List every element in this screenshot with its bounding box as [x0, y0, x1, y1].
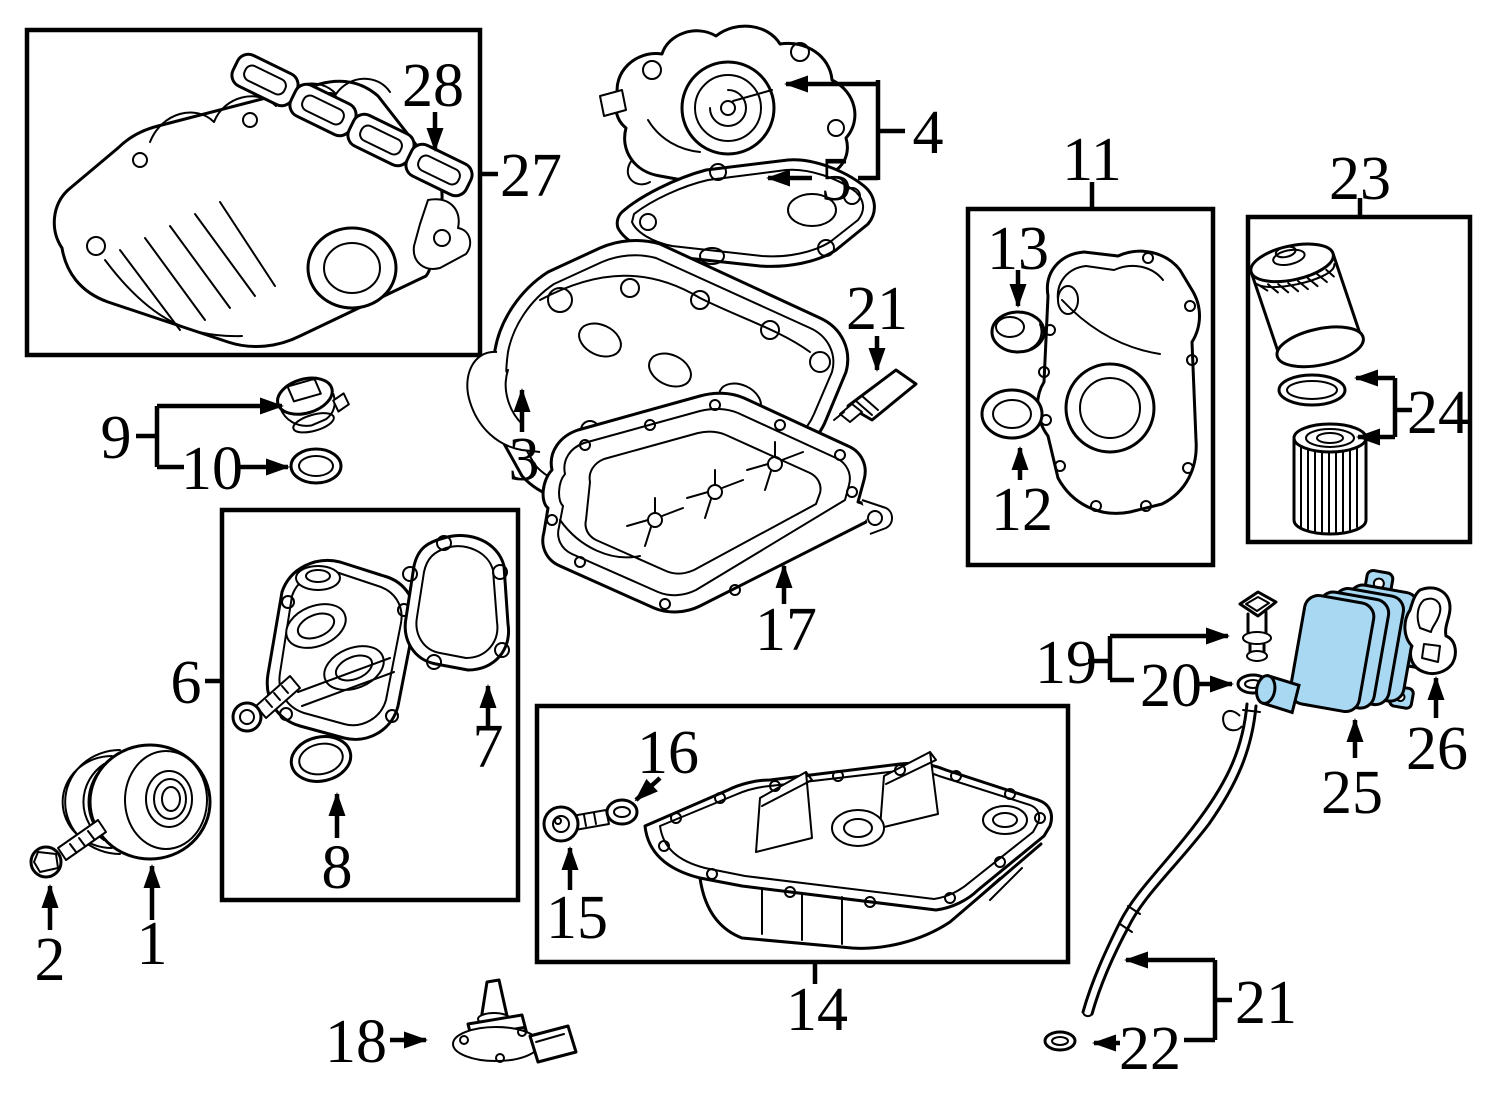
- part-sealing-plug[interactable]: [990, 310, 1046, 354]
- callout-17[interactable]: 17: [755, 596, 817, 664]
- part-tube-oring[interactable]: [1043, 1030, 1077, 1052]
- callout-labels: 1 2 3 4 5 6 7 8 9 10 11 12 13 14 15 16 1…: [35, 52, 1470, 1083]
- callout-8[interactable]: 8: [322, 834, 353, 902]
- callout-6[interactable]: 6: [171, 649, 202, 717]
- part-oil-pan[interactable]: [643, 751, 1053, 950]
- part-dipstick-funnel[interactable]: [1238, 590, 1278, 662]
- callout-7[interactable]: 7: [473, 713, 504, 781]
- callout-2[interactable]: 2: [35, 926, 66, 994]
- callout-21-dipstick[interactable]: 21: [1235, 969, 1297, 1037]
- part-chain-cover[interactable]: [265, 559, 417, 741]
- leader-lines: [41, 75, 1445, 1052]
- callout-5[interactable]: 5: [821, 146, 852, 214]
- oil-jet-braces: [626, 441, 804, 547]
- callout-1[interactable]: 1: [137, 910, 168, 978]
- callout-14[interactable]: 14: [786, 976, 848, 1044]
- callout-22[interactable]: 22: [1119, 1015, 1181, 1083]
- callout-26[interactable]: 26: [1406, 715, 1468, 783]
- part-filter-element[interactable]: [1292, 422, 1368, 536]
- part-intake-manifold-gasket[interactable]: [228, 50, 476, 199]
- callout-19[interactable]: 19: [1035, 629, 1097, 697]
- leader-19-bracket: [1088, 636, 1134, 683]
- callout-15[interactable]: 15: [546, 884, 608, 952]
- leader-9-bracket: [136, 406, 184, 470]
- part-oil-level-sensor[interactable]: [452, 978, 578, 1064]
- part-pulley-bolt[interactable]: [29, 819, 107, 879]
- callout-21-sealant[interactable]: 21: [846, 275, 908, 343]
- part-dipstick-tube[interactable]: [1081, 702, 1261, 1018]
- part-drain-plug-washer[interactable]: [605, 798, 639, 826]
- part-cover-bolt[interactable]: [231, 675, 301, 733]
- callout-25[interactable]: 25: [1321, 759, 1383, 827]
- part-cap-seal[interactable]: [289, 447, 343, 485]
- callout-27[interactable]: 27: [500, 142, 562, 210]
- part-crank-pulley[interactable]: [61, 743, 212, 861]
- callout-3[interactable]: 3: [509, 426, 540, 494]
- part-intake-manifold[interactable]: [52, 77, 472, 348]
- part-filter-oring[interactable]: [1277, 373, 1347, 407]
- box-chain-cover-group: [219, 507, 521, 903]
- leader-21-bracket: [1184, 960, 1232, 1043]
- part-cover-seal[interactable]: [287, 731, 355, 787]
- leader-4-bracket: [875, 80, 905, 180]
- part-oil-cooler-gasket[interactable]: [1403, 586, 1457, 676]
- part-sealant-tube[interactable]: [833, 368, 918, 423]
- callout-11[interactable]: 11: [1062, 126, 1122, 194]
- part-timing-cover[interactable]: [1036, 249, 1201, 515]
- callout-23[interactable]: 23: [1329, 145, 1391, 213]
- part-separator-gasket[interactable]: [615, 158, 876, 268]
- callout-4[interactable]: 4: [913, 99, 944, 167]
- part-crankshaft-seal[interactable]: [980, 388, 1044, 440]
- callout-9[interactable]: 9: [101, 404, 132, 472]
- part-cover-gasket[interactable]: [402, 534, 511, 672]
- part-oil-filler-cap[interactable]: [273, 369, 353, 439]
- leader-24-bracket: [1392, 378, 1412, 437]
- callout-12[interactable]: 12: [991, 476, 1053, 544]
- leader-16: [634, 776, 662, 802]
- callout-28[interactable]: 28: [402, 52, 464, 120]
- callout-24[interactable]: 24: [1407, 379, 1469, 447]
- part-upper-oil-pan[interactable]: [541, 391, 893, 614]
- box-intake-manifold-group: [24, 27, 483, 358]
- callout-20[interactable]: 20: [1140, 652, 1202, 720]
- box-oil-pan-group: [534, 703, 1071, 965]
- part-oil-filter-canister[interactable]: [1247, 235, 1366, 375]
- part-oil-cooler[interactable]: [1254, 554, 1437, 733]
- callout-13[interactable]: 13: [987, 215, 1049, 283]
- callout-10[interactable]: 10: [181, 435, 243, 503]
- part-drain-plug[interactable]: [542, 805, 610, 843]
- callout-16[interactable]: 16: [637, 719, 699, 787]
- callout-18[interactable]: 18: [325, 1008, 387, 1076]
